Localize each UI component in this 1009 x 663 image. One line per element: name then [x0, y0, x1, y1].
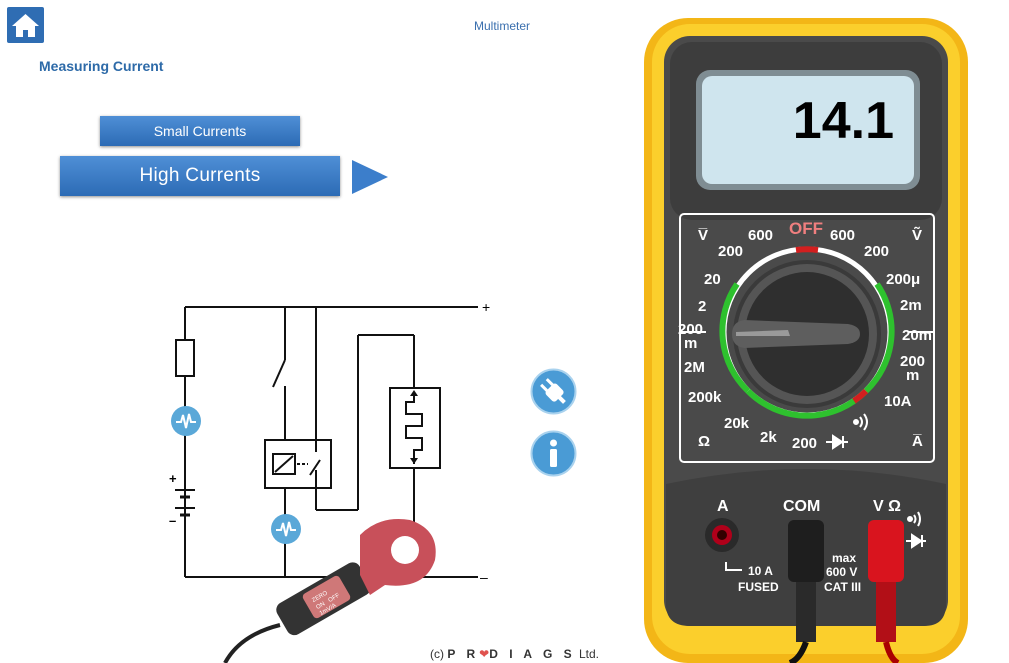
rail-minus-label: –	[480, 569, 488, 580]
page-title: Measuring Current	[39, 58, 164, 74]
battery-plus-label: +	[169, 471, 177, 486]
multimeter: 14.1 OFF V̅ Ṽ Ω A̅ 600 200 20 2 200 m 2…	[644, 18, 968, 663]
high-currents-button[interactable]: High Currents	[60, 156, 340, 196]
dial-dcv-symbol: V̅	[698, 227, 708, 244]
copyright-suffix: Ltd.	[579, 647, 600, 661]
dial-dcv-200m-unit: m	[684, 335, 697, 352]
brand-part-2: D I A G S	[489, 647, 576, 661]
waveform-sensor-icon	[271, 514, 301, 544]
home-icon	[12, 14, 39, 37]
dial-ohm-200: 200	[792, 435, 817, 452]
dial-ohm-2M: 2M	[684, 359, 705, 376]
jack-max-note-2: 600 V	[826, 565, 857, 579]
dial-dca-symbol: A̅	[912, 433, 923, 450]
dial-dca-200m: 200	[900, 353, 925, 370]
copyright: (c) P R❤D I A G S Ltd.	[430, 647, 599, 661]
brand-part-1: P R	[447, 647, 480, 661]
jack-a-note-1: 10 A	[748, 564, 773, 578]
jack-com-label: COM	[783, 498, 820, 515]
jack-max-note-3: CAT III	[824, 580, 861, 594]
dial-dca-200u: 200μ	[886, 271, 920, 288]
rail-plus-label: +	[482, 299, 490, 315]
dial-off-label: OFF	[789, 219, 823, 238]
clamp-on-label: ON	[315, 601, 326, 611]
battery-minus-label: –	[169, 513, 176, 528]
dial-dcv-200: 200	[718, 243, 743, 260]
dial-dca-200m-unit: m	[906, 367, 919, 384]
play-arrow-icon	[352, 160, 388, 194]
dial-dcv-600: 600	[748, 227, 773, 244]
dial-dca-2m: 2m	[900, 297, 922, 314]
dial-dcv-2: 2	[698, 298, 706, 315]
sound-wave-icon	[853, 413, 868, 431]
jack-a-note-2: FUSED	[738, 580, 779, 594]
info-button[interactable]	[530, 430, 577, 477]
dial-acv-200: 200	[864, 243, 889, 260]
brand-heart-icon: ❤	[479, 647, 490, 661]
diode-icon	[826, 434, 848, 450]
plug-button[interactable]	[530, 368, 577, 415]
v-probe-plug[interactable]	[868, 520, 904, 582]
lcd-display	[702, 76, 914, 184]
app-title: Multimeter	[474, 19, 531, 33]
waveform-sensor-icon	[171, 406, 201, 436]
dial-10a: 10A	[884, 393, 912, 410]
dial-ohm-2k: 2k	[760, 429, 777, 446]
jack-v-label: V Ω	[873, 498, 901, 515]
current-clamp[interactable]: ZERO ON OFF 1mV/A	[220, 515, 450, 663]
dial-ohm-symbol: Ω	[698, 433, 710, 450]
dial-dca-20m: 20m	[902, 327, 932, 344]
sound-wave-icon	[907, 511, 921, 527]
dial-dcv-20: 20	[704, 271, 721, 288]
dial-acv-600: 600	[830, 227, 855, 244]
dial-ohm-20k: 20k	[724, 415, 750, 432]
circuit-diagram: + – + –	[169, 299, 490, 580]
dial-dcv-200m: 200	[678, 321, 703, 338]
diode-icon	[906, 533, 926, 549]
com-probe-plug[interactable]	[788, 520, 824, 582]
info-icon	[530, 430, 577, 477]
plug-icon	[530, 368, 577, 415]
clamp-off-label: OFF	[328, 593, 342, 604]
jack-a-label: A	[717, 498, 729, 515]
dial-ohm-200k: 200k	[688, 389, 722, 406]
home-button[interactable]	[7, 7, 44, 43]
dial-acv-symbol: Ṽ	[912, 226, 922, 244]
next-button[interactable]	[350, 158, 390, 196]
display-reading: 14.1	[793, 92, 894, 150]
jack-max-note-1: max	[832, 551, 856, 565]
copyright-prefix: (c)	[430, 647, 444, 661]
small-currents-button[interactable]: Small Currents	[100, 116, 300, 146]
